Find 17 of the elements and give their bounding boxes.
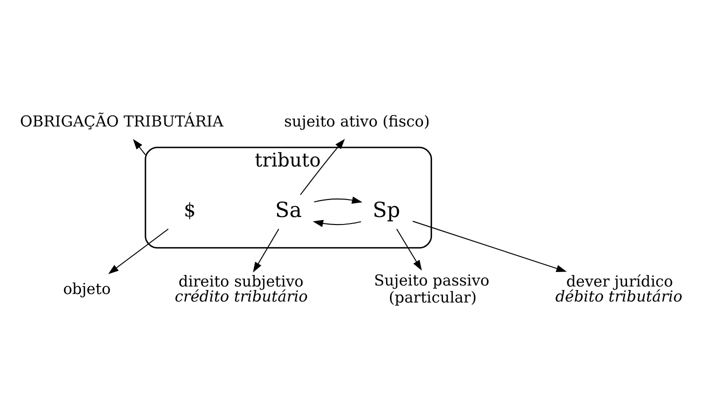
node-text: OBRIGAÇÃO TRIBUTÁRIA — [20, 112, 224, 130]
node-text: sujeito ativo (fisco) — [284, 112, 430, 130]
node-text: $ — [184, 199, 196, 222]
arrow — [252, 228, 280, 272]
node-text: Sp — [372, 198, 400, 222]
arrow — [314, 196, 362, 204]
arrow — [300, 138, 345, 195]
arrow — [312, 219, 362, 227]
node-text: Sujeito passivo (particular) — [374, 270, 490, 306]
arrow — [108, 228, 169, 274]
node-text: Sa — [275, 198, 302, 222]
arrow — [132, 138, 146, 155]
node-text: objeto — [63, 279, 111, 298]
node-text: dever jurídico débito tributário — [555, 272, 682, 306]
arrow — [396, 228, 422, 270]
node-text: direito subjetivo crédito tributário — [174, 272, 308, 306]
arrow — [412, 220, 567, 272]
